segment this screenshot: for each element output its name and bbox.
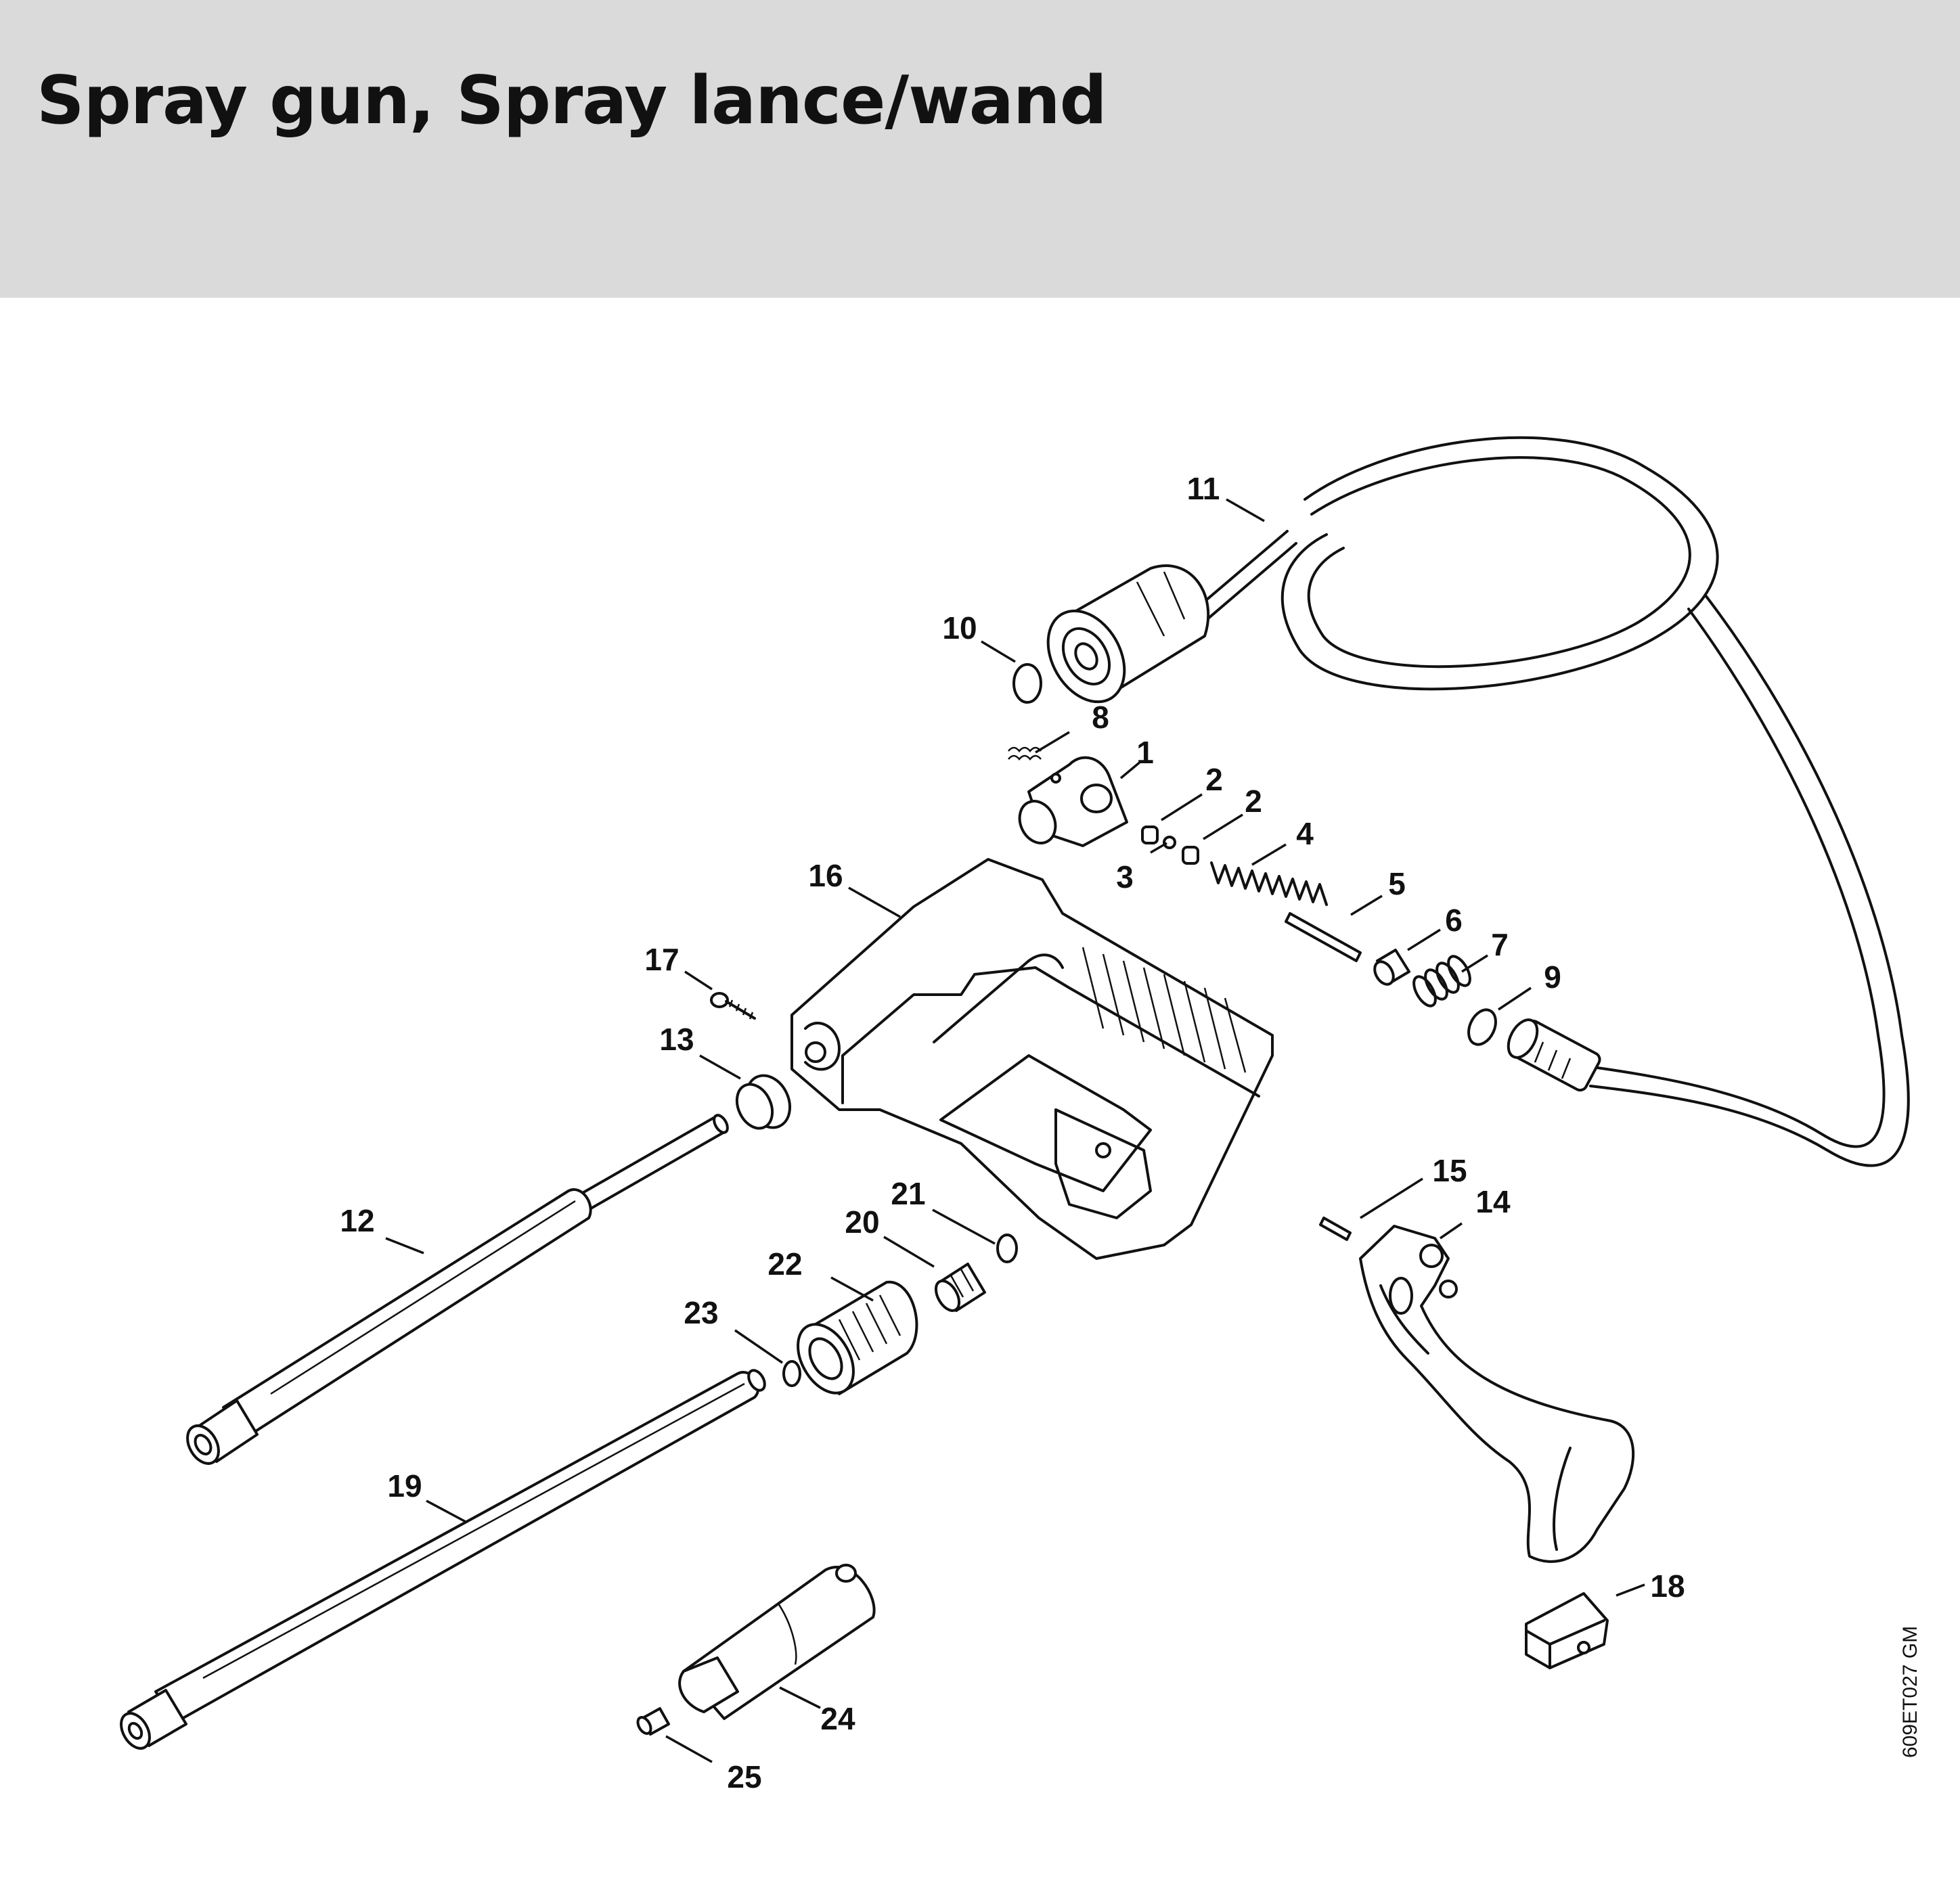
callout-5: 5 — [1388, 866, 1406, 901]
callout-18: 18 — [1650, 1568, 1685, 1604]
nipple-part-20[interactable] — [931, 1263, 986, 1315]
leader-lines — [385, 498, 1645, 1763]
lance-part-19[interactable] — [115, 1367, 767, 1753]
callout-24: 24 — [820, 1701, 855, 1736]
callout-15: 15 — [1432, 1153, 1467, 1188]
callout-6: 6 — [1445, 903, 1463, 938]
valve-body-part-1[interactable] — [1013, 756, 1128, 849]
callout-7: 7 — [1491, 927, 1509, 962]
o-ring-part-9[interactable] — [1463, 1005, 1500, 1049]
spring-part-4[interactable] — [1210, 861, 1328, 906]
nozzle-part-24[interactable] — [678, 1564, 876, 1720]
callout-25: 25 — [727, 1759, 761, 1794]
gun-housing-part-16[interactable] — [790, 858, 1274, 1260]
callout-2b: 2 — [1245, 784, 1262, 819]
lance-part-12[interactable] — [181, 1113, 730, 1469]
screw-part-17[interactable] — [710, 992, 756, 1020]
o-ring-part-21[interactable] — [996, 1234, 1018, 1263]
seal-part-2b[interactable] — [1182, 846, 1199, 865]
callout-13: 13 — [659, 1022, 694, 1057]
callout-8: 8 — [1092, 700, 1109, 735]
spring-part-7[interactable] — [1410, 953, 1475, 1010]
callout-23: 23 — [684, 1295, 718, 1330]
drawing-code: 609ET027 GM — [1899, 1626, 1921, 1758]
valve-stem-part-5[interactable] — [1285, 912, 1362, 962]
seal-part-2a[interactable] — [1141, 825, 1159, 844]
callout-1: 1 — [1136, 735, 1154, 770]
header-band: Spray gun, Spray lance/wand — [0, 0, 1960, 298]
seal-part-8[interactable] — [1008, 746, 1042, 761]
o-ring-part-10[interactable] — [1012, 663, 1042, 704]
callout-17: 17 — [644, 942, 679, 977]
callout-22: 22 — [767, 1246, 802, 1282]
trigger-part-14[interactable] — [1359, 1225, 1635, 1563]
callout-19: 19 — [387, 1468, 422, 1503]
callout-11: 11 — [1187, 471, 1220, 506]
callout-14: 14 — [1475, 1184, 1511, 1219]
ball-part-3[interactable] — [1163, 836, 1176, 849]
callout-2a: 2 — [1205, 762, 1223, 797]
valve-part-6[interactable] — [1371, 949, 1410, 988]
pin-part-15[interactable] — [1319, 1217, 1352, 1241]
page-title: Spray gun, Spray lance/wand — [37, 62, 1107, 139]
ring-part-13[interactable] — [730, 1068, 798, 1135]
callout-21: 21 — [891, 1176, 925, 1211]
callout-3: 3 — [1116, 859, 1134, 895]
callout-20: 20 — [845, 1204, 879, 1240]
nozzle-insert-part-25[interactable] — [636, 1707, 670, 1736]
clip-part-18[interactable] — [1525, 1592, 1609, 1669]
callouts: 1 2 2 3 4 5 6 7 8 9 10 11 12 13 14 15 16… — [340, 471, 1685, 1794]
callout-12: 12 — [340, 1203, 374, 1238]
callout-16: 16 — [808, 858, 843, 893]
callout-9: 9 — [1544, 959, 1561, 995]
callout-4: 4 — [1296, 816, 1314, 851]
coupling-part[interactable] — [1033, 564, 1210, 715]
o-ring-part-23[interactable] — [782, 1360, 801, 1387]
callout-10: 10 — [942, 610, 977, 646]
knurled-nut-part-22[interactable] — [786, 1280, 918, 1403]
